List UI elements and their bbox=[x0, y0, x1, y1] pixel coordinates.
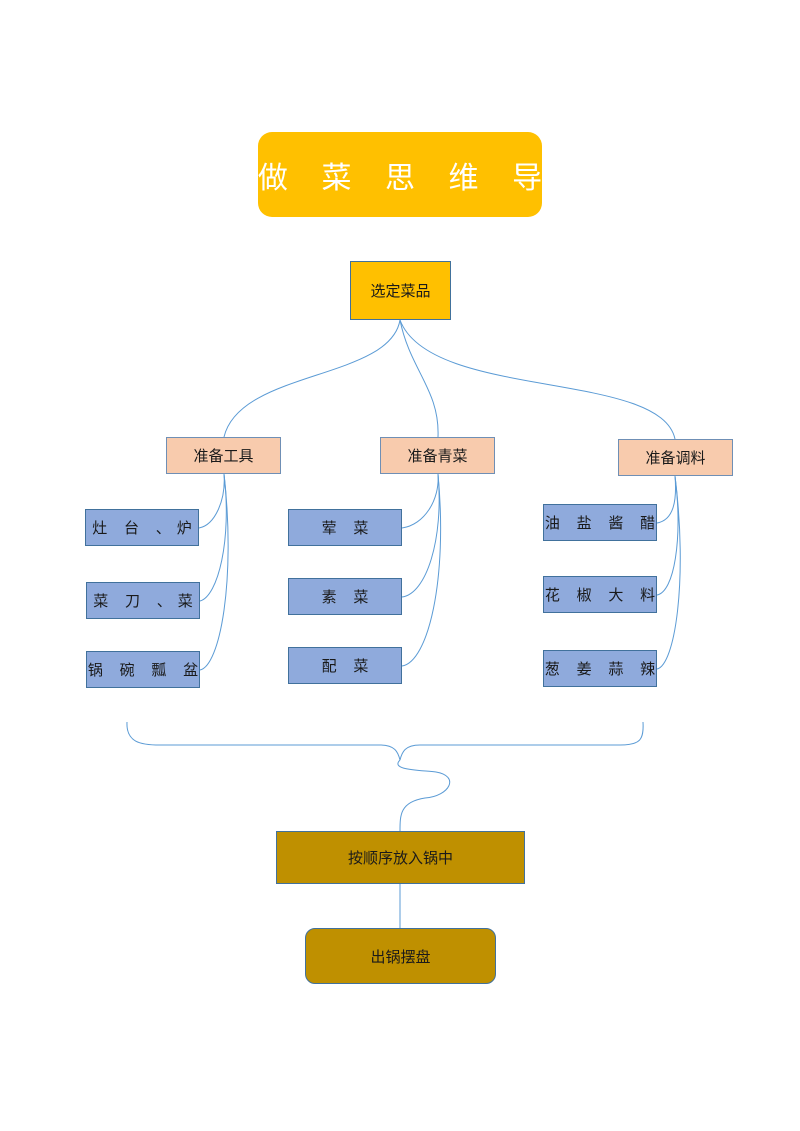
category-node-seasonings: 准备调料 bbox=[618, 439, 733, 476]
leaf-node: 油 盐 酱 醋 bbox=[543, 504, 657, 541]
leaf-node: 荤 菜 bbox=[288, 509, 402, 546]
category-node-greens: 准备青菜 bbox=[380, 437, 495, 474]
leaf-node: 灶 台 、炉 bbox=[85, 509, 199, 546]
leaf-node: 配 菜 bbox=[288, 647, 402, 684]
leaf-node: 锅 碗 瓢 盆 bbox=[86, 651, 200, 688]
diagram-title: 做 菜 思 维 导 bbox=[258, 132, 542, 217]
leaf-node: 素 菜 bbox=[288, 578, 402, 615]
final-node: 出锅摆盘 bbox=[305, 928, 496, 984]
leaf-node: 葱 姜 蒜 辣 bbox=[543, 650, 657, 687]
category-node-tools: 准备工具 bbox=[166, 437, 281, 474]
step-node: 按顺序放入锅中 bbox=[276, 831, 525, 884]
root-node: 选定菜品 bbox=[350, 261, 451, 320]
leaf-node: 花 椒 大 料 bbox=[543, 576, 657, 613]
leaf-node: 菜 刀 、菜 bbox=[86, 582, 200, 619]
